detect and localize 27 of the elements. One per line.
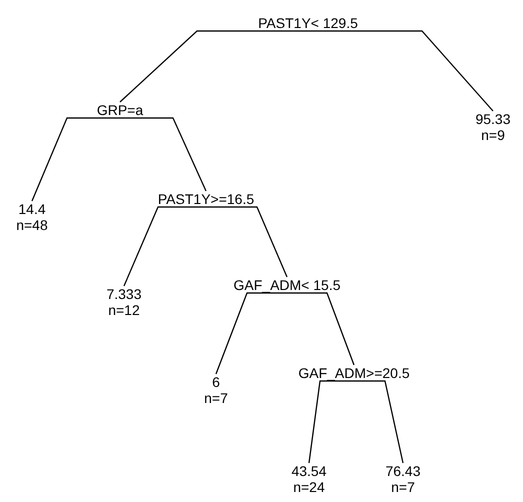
- sample-count: n=7: [391, 479, 415, 495]
- tree-branch: [31, 117, 120, 202]
- tree-branch: [206, 206, 288, 278]
- predicted-value: 6: [212, 374, 220, 390]
- sample-count: n=9: [481, 127, 505, 143]
- predicted-value: 95.33: [475, 111, 511, 127]
- tree-branch: [308, 30, 494, 112]
- tree-branch: [123, 206, 206, 286]
- sample-count: n=24: [293, 479, 325, 495]
- split-condition: PAST1Y< 129.5: [258, 15, 358, 31]
- split-condition: PAST1Y>=16.5: [158, 191, 254, 207]
- tree-branch: [308, 380, 354, 464]
- tree-branch: [215, 292, 287, 374]
- tree-branch: [120, 117, 207, 192]
- predicted-value: 43.54: [291, 463, 327, 479]
- tree-branch: [287, 292, 355, 366]
- sample-count: n=12: [108, 302, 140, 318]
- sample-count: n=48: [16, 217, 48, 233]
- split-condition: GAF_ADM>=20.5: [298, 365, 410, 381]
- predicted-value: 14.4: [18, 201, 46, 217]
- split-condition: GAF_ADM< 15.5: [234, 277, 340, 293]
- tree-branch: [120, 30, 308, 102]
- predicted-value: 76.43: [385, 463, 421, 479]
- predicted-value: 7.333: [106, 286, 142, 302]
- tree-branch: [354, 380, 404, 464]
- sample-count: n=7: [204, 390, 228, 406]
- split-condition: GRP=a: [96, 102, 144, 118]
